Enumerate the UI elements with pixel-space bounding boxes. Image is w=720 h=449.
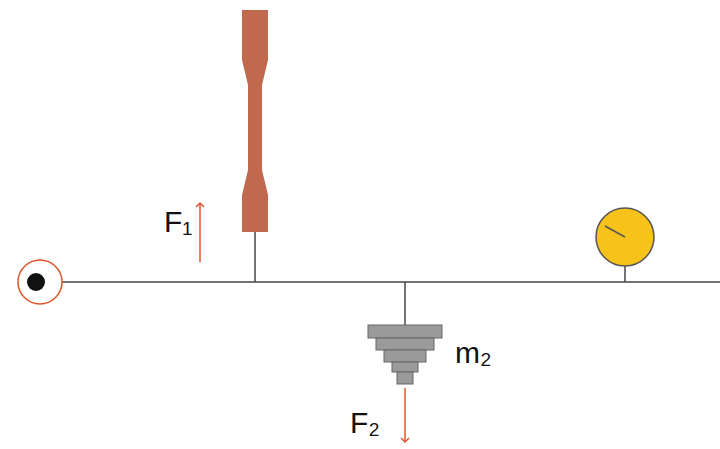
weight-hanger [404,282,406,325]
lever-beam [62,281,720,283]
gauge-needle [605,226,625,237]
pivot-ring [18,260,62,304]
gauge-stem [624,266,626,282]
specimen-rod [254,232,256,282]
force-label: F₁ [164,207,192,237]
force-arrow [199,203,201,262]
tensile-specimen [242,10,268,232]
dial-gauge [596,208,654,266]
force-arrow [404,388,406,442]
force-label: F₂ [350,408,380,438]
weight-stack [368,325,442,384]
pivot-pin [27,273,45,291]
mass-label: m₂ [455,338,492,368]
